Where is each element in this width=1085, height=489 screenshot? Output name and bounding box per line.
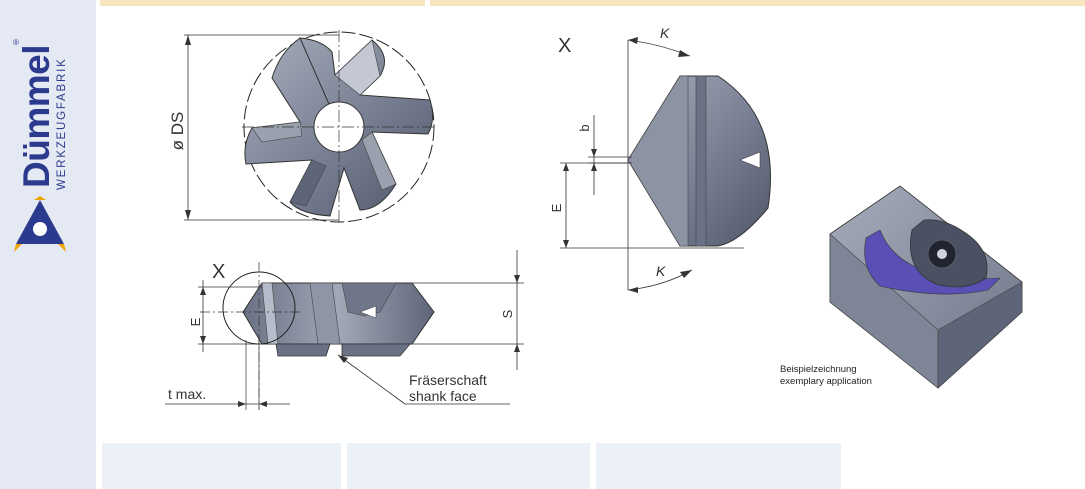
brand-name: Dümmel: [16, 45, 57, 188]
registered-mark: ®: [13, 38, 19, 47]
b-label: b: [577, 124, 592, 131]
view-x-label: X: [212, 261, 225, 283]
e-detail-label: E: [549, 203, 564, 212]
technical-drawing: ø DS X E S t max. Fräserschaft: [165, 25, 1023, 410]
bottom-panel-1: [102, 443, 341, 489]
s-label: S: [500, 309, 515, 318]
brand-sidebar: ® Dümmel WERKZEUGFABRIK: [0, 0, 96, 489]
example-application-view: Beispielzeichnung exemplary application: [780, 185, 1023, 389]
diameter-label: ø DS: [168, 112, 187, 151]
brand-logo: ® Dümmel WERKZEUGFABRIK: [10, 38, 76, 190]
bottom-panel-3: [596, 443, 841, 489]
bottom-panel-2: [347, 443, 590, 489]
shank-label-de: Fräserschaft: [409, 372, 487, 388]
brand-emblem-icon: [14, 196, 66, 252]
t-max-label: t max.: [168, 386, 206, 402]
e-label: E: [188, 317, 203, 326]
kappa-bottom-label: K: [656, 263, 666, 279]
detail-x-view: X K K E b: [549, 25, 771, 293]
top-accent-bar-right: [430, 0, 1085, 6]
detail-x-label: X: [558, 35, 571, 57]
brand-tagline: WERKZEUGFABRIK: [56, 57, 68, 190]
cutter-top-view: ø DS: [168, 30, 436, 224]
example-label-de: Beispielzeichnung: [780, 364, 857, 375]
milled-groove: [864, 229, 1001, 295]
example-label-en: exemplary application: [780, 376, 872, 387]
shank-label-en: shank face: [409, 388, 477, 404]
cutter-side-view: X E S t max. Fräserschaft shank face: [165, 250, 524, 410]
top-accent-bar-left: [100, 0, 425, 6]
kappa-top-label: K: [660, 25, 670, 41]
